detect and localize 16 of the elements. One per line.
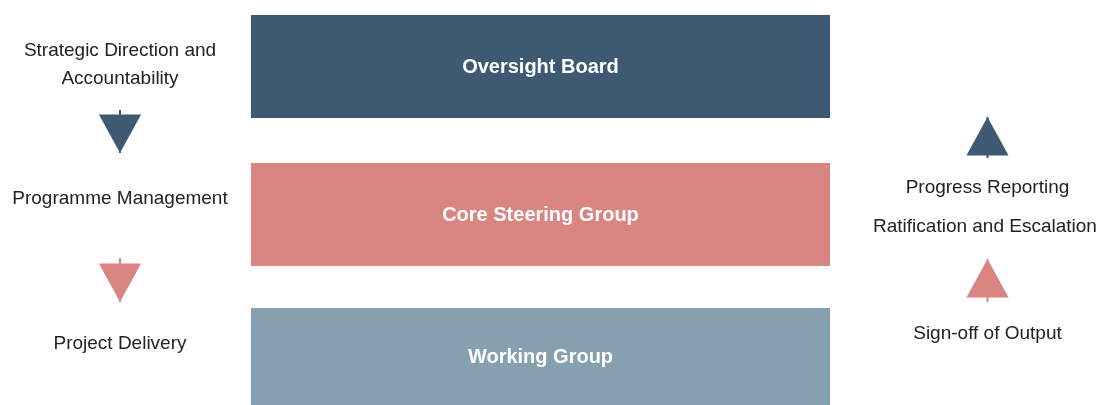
level-label: Strategic Direction and Accountability [0,36,240,110]
level-label: Sign-off of Output [860,302,1115,352]
band-title: Working Group [467,345,614,368]
band-title: Oversight Board [462,55,619,78]
triangle-arrow [966,258,1009,303]
triangle-arrow [98,257,142,303]
band-title: Core Steering Group [442,203,639,226]
level-label: Ratification and Escalation [855,211,1115,259]
level-label: Programme Management [0,153,240,258]
triangle-arrow [98,109,142,154]
governance-band [251,163,830,266]
level-label: Progress Reporting [860,158,1115,200]
governance-band [251,308,830,405]
governance-band [251,15,830,118]
level-label: Project Delivery [0,302,240,362]
triangle-arrow [966,116,1009,159]
